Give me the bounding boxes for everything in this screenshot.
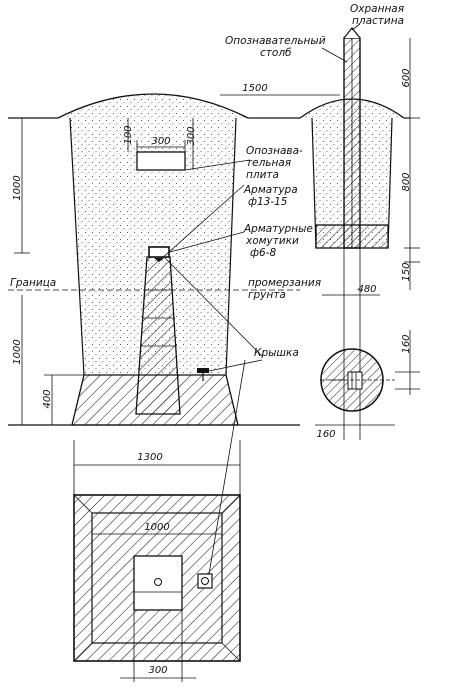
- label-stirrups-1: Арматурные: [243, 223, 313, 235]
- dim-300-plan: 300: [148, 665, 167, 676]
- marker-plate: [136, 151, 186, 171]
- dim-160-side: 160: [401, 334, 412, 353]
- dim-480: 480: [357, 284, 376, 295]
- dim-800: 800: [401, 172, 412, 191]
- dim-1000-lower: 1000: [12, 339, 23, 364]
- label-marker-post-2: столб: [260, 47, 292, 59]
- dim-1000-plan: 1000: [144, 522, 169, 533]
- earth-mound: [57, 93, 249, 119]
- dim-1500: 1500: [242, 83, 267, 94]
- label-rebar-2: ф13-15: [248, 196, 288, 208]
- cover-mark: [197, 368, 209, 373]
- dim-300-side: 300: [186, 126, 197, 145]
- dim-150: 150: [401, 262, 412, 281]
- label-cover: Крышка: [254, 347, 299, 359]
- dim-400: 400: [42, 389, 53, 408]
- dim-1500-group: 1500: [220, 83, 340, 96]
- label-guard-plate-1: Охранная: [350, 3, 404, 15]
- main-labels: Опознава- тельная плита Арматура ф13-15 …: [10, 145, 321, 359]
- label-rebar-1: Арматура: [243, 184, 298, 196]
- pillar-cap: [148, 246, 170, 258]
- dim-160-bottom: 160: [316, 429, 335, 440]
- dim-1000-upper: 1000: [12, 175, 23, 200]
- dim-600: 600: [401, 68, 412, 87]
- label-freezing-1: промерзания: [248, 277, 321, 289]
- label-freezing-2: грунта: [248, 289, 286, 301]
- label-stirrups-2: хомутики: [245, 235, 299, 247]
- left-dimensions: 1000 1000 400: [12, 118, 84, 425]
- label-marker-plate-1: Опознава-: [246, 145, 303, 157]
- label-marker-plate-2: тельная: [246, 157, 291, 169]
- label-marker-post-1: Опознавательный: [225, 35, 326, 47]
- dim-100: 100: [123, 125, 134, 144]
- label-stirrups-3: ф6-8: [250, 247, 276, 259]
- main-section-view: 300 100 300: [8, 93, 300, 581]
- label-marker-plate-3: плита: [246, 169, 279, 181]
- label-boundary: Граница: [10, 277, 56, 289]
- dim-1300: 1300: [137, 452, 162, 463]
- dim-300-top: 300: [151, 136, 170, 147]
- post-side-view: 480 160 600 800 150 160 Охранная пластин…: [225, 3, 420, 440]
- plan-view: 1300 1000 300: [73, 440, 241, 682]
- label-guard-plate-2: пластина: [352, 15, 404, 27]
